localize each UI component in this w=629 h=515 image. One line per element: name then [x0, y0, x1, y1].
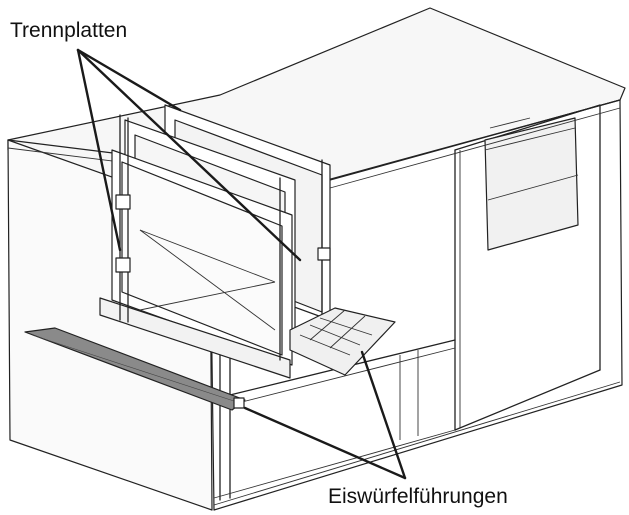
- ice-guides: [24, 307, 396, 411]
- dividers-label: Trennplatten: [10, 19, 128, 42]
- ice-guides-label: Eiswürfelführungen: [328, 485, 508, 508]
- divider-plates: [99, 104, 331, 379]
- leader-lines: [76, 48, 407, 480]
